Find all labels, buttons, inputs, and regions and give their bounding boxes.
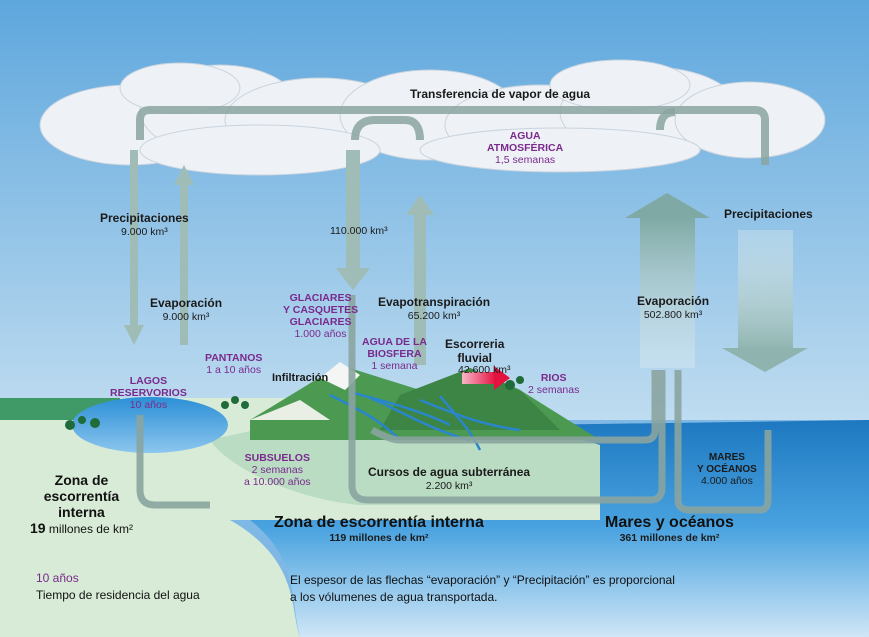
label-zone-center: Zona de escorrentía interna 119 millones… — [274, 514, 484, 544]
evap-left-value: 9.000 km³ — [162, 310, 210, 323]
label-runoff: Escorreria fluvial — [445, 337, 505, 366]
subsoil-time2: a 10.000 años — [244, 476, 311, 489]
label-lakes: LAGOS RESERVORIOS 10 años — [110, 375, 187, 411]
legend-desc: Tiempo de residencia del agua — [36, 588, 200, 603]
evap-right-value: 502.800 km³ — [643, 308, 703, 321]
atm-line2: ATMOSFÉRICA — [487, 142, 564, 155]
seas-line1: MARES — [708, 452, 745, 463]
label-atmospheric-water: AGUA ATMOSFÉRICA 1,5 semanas — [487, 130, 563, 166]
legend: 10 años Tiempo de residencia del agua — [36, 570, 200, 605]
biosphere-time: 1 semana — [371, 360, 418, 373]
oceans-area: 361 millones de km² — [619, 532, 720, 545]
precip-right-label: Precipitaciones — [724, 207, 813, 221]
label-evapotranspiration: Evapotranspiración 65.200 km³ — [378, 295, 491, 322]
vapor-transfer-pipe — [136, 106, 769, 165]
label-biosphere: AGUA DE LA BIOSFERA 1 semana — [362, 336, 427, 372]
label-subsoil: SUBSUELOS 2 semanas a 10.000 años — [244, 452, 311, 488]
label-swamps: PANTANOS 1 a 10 años — [205, 352, 262, 376]
seas-line2: Y OCÉANOS — [697, 463, 757, 475]
biosphere-line2: BIOSFERA — [367, 348, 422, 361]
zone-left-line2: escorrentía — [43, 488, 120, 505]
atm-time: 1,5 semanas — [495, 154, 556, 167]
infiltration-label: Infiltración — [272, 372, 329, 384]
atm-line1: AGUA — [509, 130, 541, 142]
runoff-line1: Escorreria — [445, 337, 505, 351]
trees — [65, 376, 524, 430]
lakes-line1: LAGOS — [129, 375, 168, 387]
glaciers-line3: GLACIARES — [289, 316, 352, 329]
glaciers-line2: Y CASQUETES — [283, 304, 359, 317]
label-precip-left: Precipitaciones 9.000 km³ — [100, 211, 189, 238]
center-down-value: 110.000 km³ — [330, 225, 388, 237]
seas-time: 4.000 años — [700, 475, 753, 487]
zone-left-line1: Zona de — [54, 472, 109, 488]
swamps-name: PANTANOS — [205, 352, 263, 364]
footnote-line2: a los vólumenes de agua transportada. — [290, 590, 498, 605]
precip-left-label: Precipitaciones — [100, 211, 189, 225]
zone-center-area: 119 millones de km² — [329, 532, 429, 545]
glaciers-line1: GLACIARES — [289, 292, 352, 304]
label-groundwater: Cursos de agua subterránea 2.200 km³ — [368, 465, 531, 492]
groundwater-pipes — [136, 295, 772, 514]
lake — [72, 397, 228, 453]
zone-left-area-unit: millones de km² — [48, 522, 133, 537]
runoff-line2: fluvial — [457, 350, 493, 365]
lakes-time: 10 años — [129, 399, 168, 412]
label-evap-left: Evaporación 9.000 km³ — [150, 296, 223, 323]
ocean — [250, 420, 869, 637]
label-zone-oceans: Mares y océanos 361 millones de km² — [605, 514, 734, 544]
evap-right-label: Evaporación — [637, 294, 710, 308]
label-seas: MARES Y OCÉANOS 4.000 años — [697, 452, 757, 487]
evapotrans-label: Evapotranspiración — [378, 295, 491, 309]
runoff-value: 42.600 km³ — [458, 364, 511, 376]
rivers-name: RIOS — [540, 372, 567, 384]
label-zone-left: Zona de escorrentía interna 19 millones … — [30, 472, 133, 537]
swamps-time: 1 a 10 años — [206, 364, 262, 377]
zone-left-area: 19 millones de km² — [30, 520, 133, 537]
precip-left-value: 9.000 km³ — [121, 225, 168, 238]
cloud-band — [39, 59, 826, 176]
evap-left-label: Evaporación — [150, 296, 223, 310]
biosphere-line1: AGUA DE LA — [362, 336, 427, 348]
subsoil-time1: 2 semanas — [251, 464, 303, 477]
oceans-name: Mares y océanos — [605, 514, 734, 531]
groundwater-label: Cursos de agua subterránea — [368, 465, 531, 479]
label-evap-right: Evaporación 502.800 km³ — [637, 294, 710, 321]
subsoil-name: SUBSUELOS — [244, 452, 310, 464]
flow-arrows — [124, 150, 808, 390]
groundwater-value: 2.200 km³ — [425, 479, 473, 492]
glaciers-time: 1.000 años — [294, 328, 347, 341]
footnote-line1: El espesor de las flechas “evaporación” … — [290, 573, 675, 587]
river-network — [329, 390, 521, 451]
lakes-line2: RESERVORIOS — [110, 387, 187, 400]
zone-left-area-number: 19 — [30, 520, 46, 537]
zone-center-name: Zona de escorrentía interna — [274, 514, 484, 531]
title-vapor-transfer: Transferencia de vapor de agua — [410, 87, 591, 101]
zone-left-line3: interna — [58, 504, 105, 521]
label-glaciers: GLACIARES Y CASQUETES GLACIARES 1.000 añ… — [283, 292, 358, 340]
rivers-time: 2 semanas — [528, 384, 580, 397]
legend-sample: 10 años — [36, 571, 79, 585]
footnote: El espesor de las flechas “evaporación” … — [290, 572, 675, 607]
evapotrans-value: 65.200 km³ — [407, 309, 461, 322]
label-rivers: RIOS 2 semanas — [528, 372, 579, 396]
